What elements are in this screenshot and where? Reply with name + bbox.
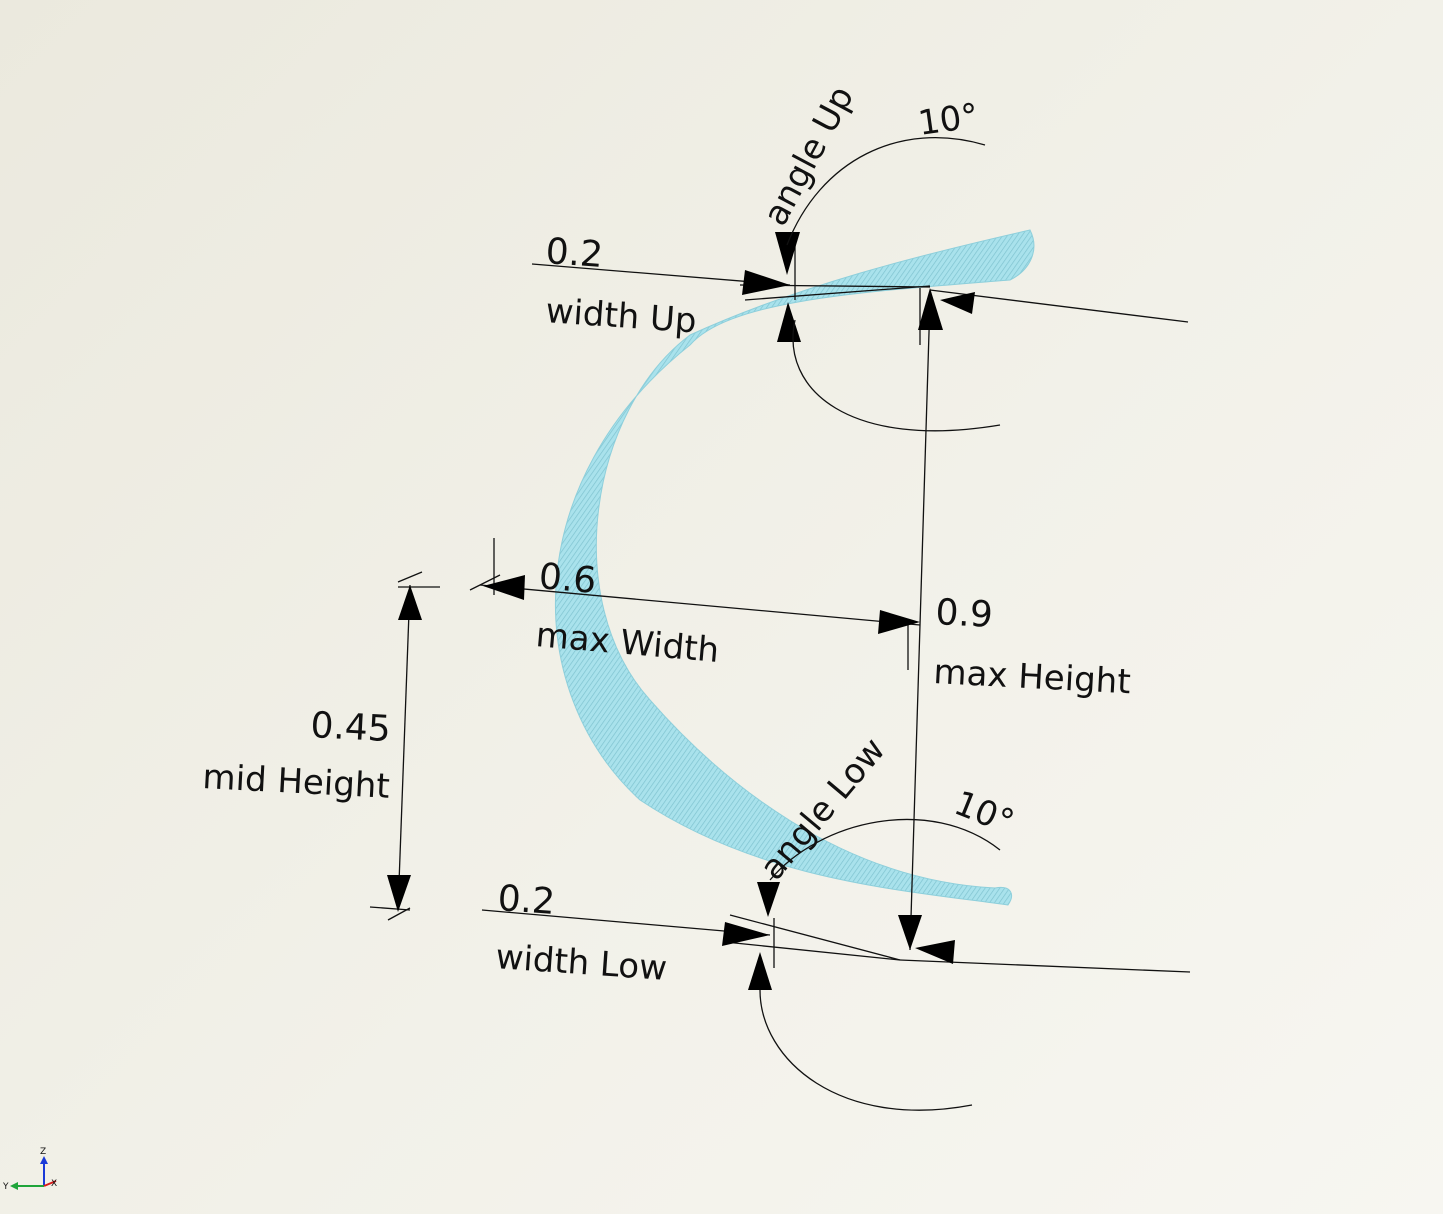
- width-low-label: width Low: [494, 937, 668, 989]
- max-height-value: 0.9: [935, 592, 994, 636]
- angle-up-label: angle Up: [756, 80, 862, 233]
- angle-up-dimension: [786, 137, 1001, 432]
- mid-height-dimension: [369, 571, 440, 921]
- angle-up-value: 10°: [916, 96, 981, 144]
- mid-height-label: mid Height: [202, 757, 391, 807]
- width-low-value: 0.2: [496, 878, 556, 923]
- width-low-dimension: [481, 882, 901, 990]
- triad-x-label: X: [51, 1179, 57, 1189]
- triad-y-label: Y: [2, 1182, 9, 1192]
- max-width-dimension: [469, 538, 921, 634]
- max-width-value: 0.6: [537, 556, 598, 602]
- width-up-dimension: [531, 232, 931, 342]
- angle-low-dimension: [759, 818, 1001, 1111]
- width-up-value: 0.2: [544, 231, 604, 276]
- triad-z-label: Z: [40, 1147, 46, 1157]
- width-up-label: width Up: [544, 291, 697, 341]
- angle-low-value: 10°: [949, 783, 1020, 843]
- axis-triad: Z Y X: [2, 1147, 57, 1192]
- mid-height-value: 0.45: [310, 705, 392, 750]
- max-height-label: max Height: [933, 652, 1132, 702]
- crescent-blade-shape[interactable]: [555, 229, 1035, 906]
